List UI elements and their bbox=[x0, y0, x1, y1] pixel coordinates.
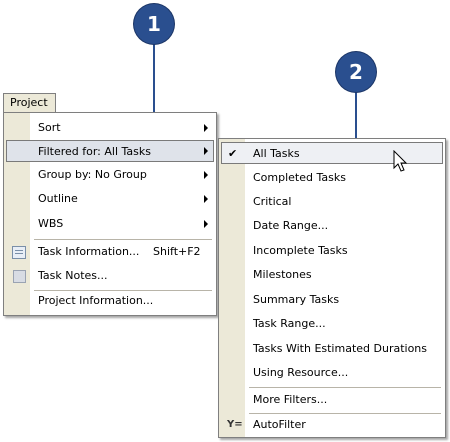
filter-item-autofilter[interactable]: Y= AutoFilter bbox=[221, 414, 443, 436]
submenu-arrow-icon bbox=[204, 171, 208, 179]
filter-item-milestones-label: Milestones bbox=[253, 268, 312, 281]
menu-item-task-information-shortcut: Shift+F2 bbox=[153, 245, 201, 258]
menu-item-task-notes[interactable]: Task Notes... bbox=[6, 265, 214, 287]
task-notes-icon bbox=[13, 270, 26, 283]
menu-item-filtered-for[interactable]: Filtered for: All Tasks bbox=[6, 140, 214, 162]
menu-item-outline-label: Outline bbox=[38, 192, 78, 205]
filter-item-all-tasks[interactable]: ✔ All Tasks bbox=[221, 142, 443, 164]
menu-item-project-information[interactable]: Project Information... bbox=[6, 290, 214, 312]
filter-item-milestones[interactable]: Milestones bbox=[221, 264, 443, 286]
filter-item-more-filters-label: More Filters... bbox=[253, 393, 328, 406]
task-information-icon bbox=[12, 246, 26, 259]
menu-item-wbs-label: WBS bbox=[38, 217, 64, 230]
submenu-arrow-icon bbox=[204, 220, 208, 228]
filter-item-tasks-with-estimated-durations-label: Tasks With Estimated Durations bbox=[253, 342, 428, 355]
menu-item-wbs[interactable]: WBS bbox=[6, 213, 214, 235]
filter-item-all-tasks-label: All Tasks bbox=[253, 147, 300, 160]
project-menu-label: Project bbox=[10, 96, 48, 109]
submenu-arrow-icon bbox=[204, 147, 208, 155]
callout-2-line bbox=[355, 88, 357, 150]
menu-item-sort[interactable]: Sort bbox=[6, 117, 214, 139]
filter-item-task-range[interactable]: Task Range... bbox=[221, 313, 443, 335]
menu-item-task-information-label: Task Information... bbox=[38, 245, 140, 258]
filter-item-task-range-label: Task Range... bbox=[253, 317, 326, 330]
menu-item-project-information-label: Project Information... bbox=[38, 294, 154, 307]
mouse-pointer-icon bbox=[393, 150, 408, 172]
filter-item-using-resource-label: Using Resource... bbox=[253, 366, 349, 379]
filter-item-using-resource[interactable]: Using Resource... bbox=[221, 362, 443, 384]
callout-2: 2 bbox=[336, 52, 376, 92]
filter-item-date-range[interactable]: Date Range... bbox=[221, 215, 443, 237]
filter-item-critical[interactable]: Critical bbox=[221, 191, 443, 213]
menu-item-task-notes-label: Task Notes... bbox=[38, 269, 108, 282]
callout-1-line bbox=[153, 42, 155, 147]
checkmark-icon: ✔ bbox=[228, 147, 238, 160]
menu-separator bbox=[249, 413, 441, 414]
filter-item-date-range-label: Date Range... bbox=[253, 219, 329, 232]
filter-item-tasks-with-estimated-durations[interactable]: Tasks With Estimated Durations bbox=[221, 338, 443, 360]
project-menu-tab[interactable]: Project bbox=[3, 93, 56, 113]
filter-item-summary-tasks[interactable]: Summary Tasks bbox=[221, 289, 443, 311]
filter-item-incomplete-tasks[interactable]: Incomplete Tasks bbox=[221, 240, 443, 262]
filter-submenu: ✔ All Tasks Completed Tasks Critical Dat… bbox=[218, 138, 446, 438]
menu-item-filtered-for-label: Filtered for: All Tasks bbox=[38, 145, 151, 158]
menu-item-group-by-label: Group by: No Group bbox=[38, 168, 147, 181]
menu-item-task-information[interactable]: Task Information... Shift+F2 bbox=[6, 241, 214, 263]
filter-item-autofilter-label: AutoFilter bbox=[253, 418, 306, 431]
submenu-arrow-icon bbox=[204, 124, 208, 132]
menu-item-sort-label: Sort bbox=[38, 121, 61, 134]
menu-item-outline[interactable]: Outline bbox=[6, 188, 214, 210]
callout-1: 1 bbox=[134, 4, 174, 44]
menu-separator bbox=[34, 290, 212, 291]
project-menu: Sort Filtered for: All Tasks Group by: N… bbox=[3, 112, 217, 316]
filter-item-completed-tasks[interactable]: Completed Tasks bbox=[221, 167, 443, 189]
submenu-arrow-icon bbox=[204, 195, 208, 203]
filter-item-incomplete-tasks-label: Incomplete Tasks bbox=[253, 244, 348, 257]
menu-separator bbox=[34, 239, 212, 240]
autofilter-icon: Y= bbox=[227, 419, 243, 430]
menu-item-group-by[interactable]: Group by: No Group bbox=[6, 164, 214, 186]
filter-item-more-filters[interactable]: More Filters... bbox=[221, 389, 443, 411]
menu-separator bbox=[249, 387, 441, 388]
filter-item-summary-tasks-label: Summary Tasks bbox=[253, 293, 340, 306]
filter-item-critical-label: Critical bbox=[253, 195, 292, 208]
filter-item-completed-tasks-label: Completed Tasks bbox=[253, 171, 346, 184]
filter-submenu-gutter bbox=[219, 139, 245, 437]
